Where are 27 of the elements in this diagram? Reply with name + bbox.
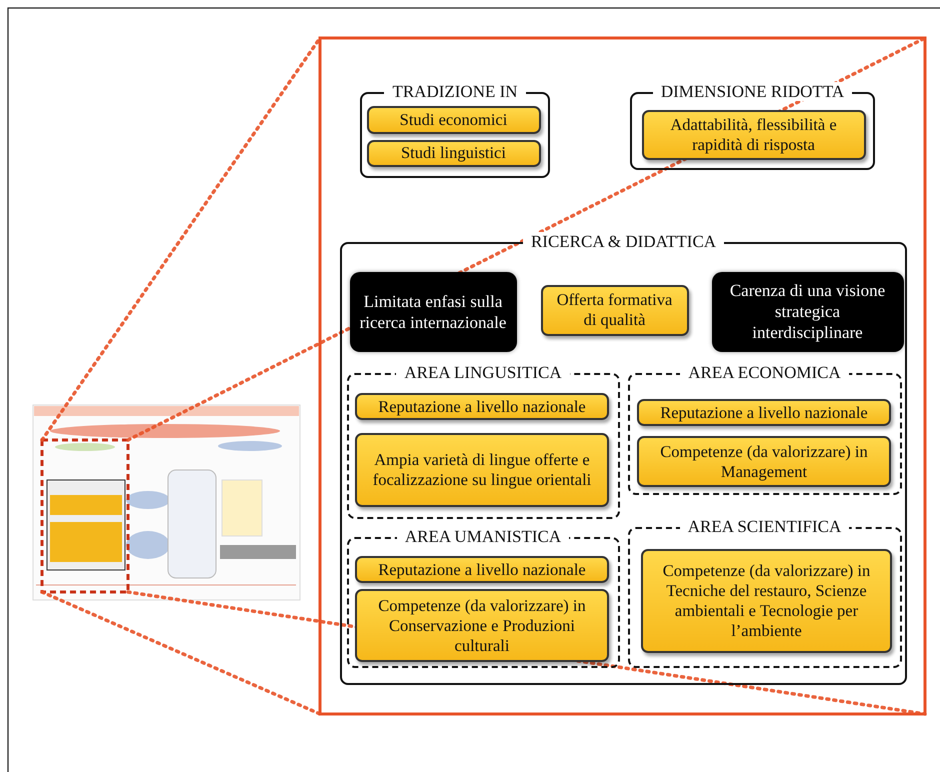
strength-box: [641, 549, 892, 653]
weakness-box: [712, 272, 904, 352]
box-text: Carenza di una visione strategica interdisciplinare: [728, 280, 886, 343]
box-text: Reputazione a livello nazionale: [378, 396, 586, 416]
strength-box: [355, 393, 609, 420]
strength-box: [355, 589, 609, 662]
strength-box: [355, 433, 609, 507]
box-text: Offerta formativa di qualità: [556, 290, 674, 330]
strength-box: [366, 140, 540, 166]
box-text: Competenze (da valorizzare) in Tecniche del restauro, Scienze ambientali e Tecnologie per l’ambiente: [662, 561, 872, 641]
box-text: Limitata enfasi sulla ricerca internazionale: [358, 290, 508, 332]
strength-box: [642, 110, 866, 160]
strength-box: [637, 399, 891, 426]
weakness-box: [350, 272, 516, 352]
box-text: Adattabilità, flessibilità e rapidità di risposta: [669, 114, 838, 154]
group-heading: DIMENSIONE RIDOTTA: [652, 82, 852, 101]
strength-box: [637, 436, 891, 487]
box-text: Reputazione a livello nazionale: [378, 560, 586, 580]
box-text: Ampia varietà di lingue offerte e focalizzazione su lingue orientali: [372, 450, 592, 490]
box-text: Competenze (da valorizzare) in Management: [659, 442, 869, 482]
box-text: Competenze (da valorizzare) in Conservazione e Produzioni culturali: [377, 596, 587, 656]
box-text: Studi linguistici: [401, 143, 506, 163]
box-text: Studi economici: [400, 110, 508, 130]
strength-box: [355, 556, 609, 583]
strength-box: [540, 284, 688, 336]
strength-box: [366, 106, 540, 134]
box-text: Reputazione a livello nazionale: [660, 402, 868, 422]
